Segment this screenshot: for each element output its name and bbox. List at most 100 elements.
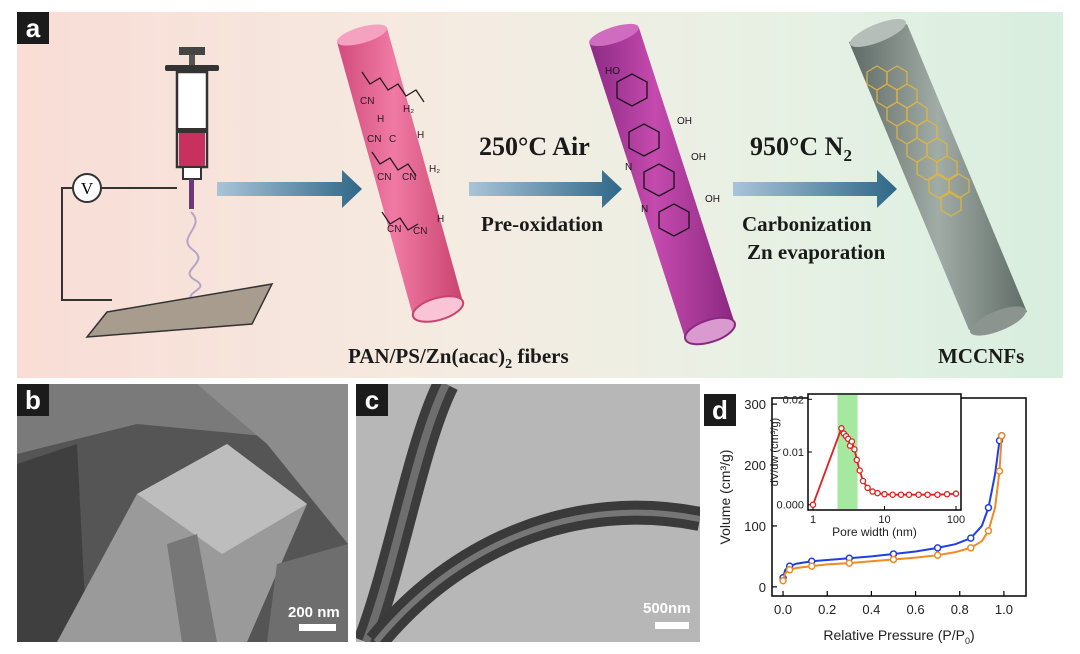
inset-series-point	[859, 477, 867, 485]
inset-series-point	[897, 491, 905, 498]
inset-series-point	[881, 490, 888, 498]
x-tick-label: 1.0	[995, 602, 1013, 617]
scale-bar-label: 500nm	[643, 600, 691, 617]
inset-highlight-band	[837, 395, 858, 509]
svg-text:CN: CN	[413, 226, 427, 237]
svg-text:H₂: H₂	[429, 164, 440, 175]
svg-text:H: H	[437, 214, 444, 225]
inset-series-point	[848, 438, 856, 445]
product-label: MCCNFs	[938, 344, 1025, 368]
x-tick-label: 0.8	[951, 602, 969, 617]
svg-text:N: N	[641, 204, 648, 215]
inset-y-tick-label: 0.01	[783, 447, 804, 459]
step2-process-line2: Zn evaporation	[747, 240, 886, 264]
electrospinning-setup: V	[61, 47, 274, 338]
inset-x-tick-label: 10	[878, 514, 890, 526]
step2-process-line1: Carbonization	[742, 212, 872, 236]
x-axis-label: Relative Pressure (P/P0)	[823, 627, 974, 646]
svg-text:CN: CN	[367, 134, 381, 145]
series-point-1	[967, 544, 975, 552]
series-point-1	[995, 467, 1004, 475]
svg-text:HO: HO	[605, 66, 620, 77]
x-tick-label: 0.2	[818, 602, 836, 617]
inset-series-point	[864, 484, 871, 492]
sem-micrograph	[17, 384, 348, 642]
x-tick-label: 0.6	[907, 602, 925, 617]
series-point-1	[845, 559, 854, 567]
svg-text:C: C	[389, 134, 396, 145]
sem-image-panel-b: b 200 nm	[17, 384, 348, 642]
inset-series-point	[924, 491, 931, 498]
svg-text:CN: CN	[402, 172, 416, 183]
tem-image-panel-c: c 500nm	[356, 384, 700, 642]
step1-temperature: 250°C Air	[479, 132, 590, 161]
y-tick-label: 300	[744, 397, 766, 412]
y-tick-label: 0	[759, 580, 766, 595]
series-point-1	[984, 527, 993, 535]
inset-series-point	[856, 467, 863, 474]
svg-text:H: H	[377, 114, 384, 125]
inset-series-point	[952, 490, 960, 497]
fibers-label: PAN/PS/Zn(acac)2 fibers	[348, 344, 569, 373]
series-line-0	[782, 435, 1003, 578]
series-point-0	[967, 534, 975, 542]
y-axis-label: Volume (cm³/g)	[717, 450, 733, 545]
series-point-1	[889, 555, 898, 564]
panel-label-d: d	[704, 394, 736, 426]
step1-process: Pre-oxidation	[481, 212, 604, 236]
scale-bar	[299, 624, 336, 631]
oxidized-fiber-illustration: HO OH N OH N OH	[589, 23, 736, 346]
series-line-1	[782, 435, 1003, 582]
svg-text:OH: OH	[691, 152, 706, 163]
series-point-0	[933, 544, 942, 552]
svg-text:OH: OH	[705, 194, 720, 205]
inset-series-point	[905, 491, 913, 498]
inset-x-tick-label: 100	[947, 514, 965, 526]
svg-text:CN: CN	[360, 96, 374, 107]
inset-series-point	[838, 425, 845, 432]
svg-text:CN: CN	[377, 172, 391, 183]
step2-temperature: 950°C N2	[750, 132, 852, 166]
inset-y-axis-label: dV/dw (cm³/g)	[769, 418, 781, 486]
panel-label-b: b	[17, 384, 49, 416]
inset-series-point	[889, 491, 896, 498]
inset-series-point	[934, 491, 941, 498]
inset-series-point	[874, 489, 881, 497]
arrow-2	[469, 170, 622, 208]
series-point-0	[984, 503, 993, 512]
series-point-1	[808, 562, 816, 570]
series-point-1	[779, 577, 787, 585]
y-tick-label: 100	[744, 519, 766, 534]
tem-micrograph	[356, 384, 700, 642]
x-tick-label: 0.4	[862, 602, 880, 617]
panel-label-a: a	[17, 12, 49, 44]
inset-series-point	[851, 446, 858, 453]
schematic-panel-a: a V	[17, 12, 1063, 378]
svg-text:H₂: H₂	[403, 104, 414, 115]
series-point-1	[785, 566, 794, 574]
arrow-3	[733, 170, 897, 208]
x-tick-label: 0.0	[774, 602, 792, 617]
carbon-fiber-illustration	[849, 19, 1027, 336]
inset-series-point	[853, 456, 861, 464]
inset-series-point	[809, 501, 817, 508]
y-tick-label: 200	[744, 458, 766, 473]
svg-text:CN: CN	[387, 224, 401, 235]
scale-bar-label: 200 nm	[288, 604, 340, 621]
svg-text:H: H	[417, 130, 424, 141]
svg-text:OH: OH	[677, 116, 692, 127]
arrow-1	[217, 170, 362, 208]
inset-y-tick-label: 0.000	[776, 500, 804, 512]
inset-x-tick-label: 1	[810, 514, 816, 526]
series-point-1	[933, 551, 942, 559]
inset-series-point	[915, 491, 922, 498]
svg-text:N: N	[625, 162, 632, 173]
scale-bar	[655, 622, 689, 629]
panel-label-c: c	[356, 384, 388, 416]
svg-text:V: V	[81, 179, 94, 198]
inset-x-axis-label: Pore width (nm)	[832, 525, 917, 539]
